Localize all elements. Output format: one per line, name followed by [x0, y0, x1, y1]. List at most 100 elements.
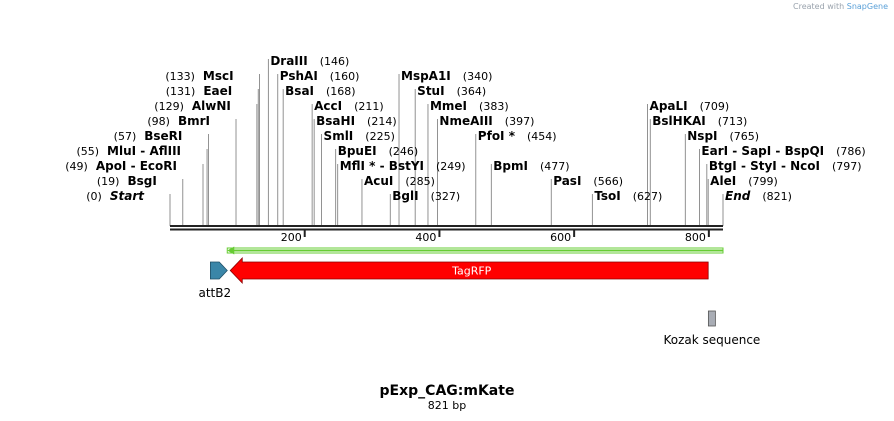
site-position: (225) — [365, 130, 395, 143]
site-name: Start — [110, 189, 145, 203]
site-stui[interactable]: StuI (364) — [417, 84, 486, 98]
site-smli[interactable]: SmlI (225) — [324, 129, 395, 143]
site-position: (327) — [431, 190, 461, 203]
site-eaei[interactable]: EaeI(131) — [166, 84, 233, 98]
ruler-tick-label: 600 — [550, 231, 571, 244]
site-labels: Start (0) BsgI (19) ApoI - EcoRI (49) MluI - A… — [65, 54, 865, 203]
site-mfli-bstyi[interactable]: MflI * - BstYI (249) — [340, 159, 466, 173]
site-end[interactable]: End (821) — [725, 189, 792, 203]
site-position: (786) — [836, 145, 866, 158]
site-name: BslHKAI — [652, 114, 706, 128]
site-bseri[interactable]: BseRI(57) — [114, 129, 183, 143]
site-mspa1i[interactable]: MspA1I(340) — [401, 69, 492, 83]
site-draiii[interactable]: DraIII(146) — [270, 54, 349, 68]
site-nspi[interactable]: NspI(765) — [687, 129, 759, 143]
feature-label: Kozak sequence — [663, 333, 760, 347]
site-mlui-afliii[interactable]: MluI - AflIII(55) — [76, 144, 181, 158]
site-position: (364) — [457, 85, 487, 98]
site-apoi-ecori[interactable]: ApoI - EcoRI (49) — [65, 159, 177, 173]
site-name: MscI — [203, 69, 234, 83]
site-name: NmeAIII — [439, 114, 492, 128]
site-bsai[interactable]: BsaI(168) — [285, 84, 355, 98]
feature-label: TagRFP — [451, 265, 492, 278]
site-position: (49) — [65, 160, 88, 173]
site-name: AcuI — [364, 174, 393, 188]
site-name: SmlI — [324, 129, 354, 143]
site-mmei[interactable]: MmeI(383) — [430, 99, 509, 113]
site-position: (249) — [436, 160, 466, 173]
site-msci[interactable]: MscI(133) — [165, 69, 233, 83]
site-apali[interactable]: ApaLI(709) — [650, 99, 730, 113]
site-name: BmrI — [178, 114, 210, 128]
site-bslhkai[interactable]: BslHKAI (713) — [652, 114, 747, 128]
site-btgi-styi-ncoi[interactable]: BtgI - StyI - NcoI(797) — [709, 159, 862, 173]
map-title: pExp_CAG:mKate — [380, 383, 515, 399]
site-position: (454) — [527, 130, 557, 143]
site-position: (340) — [463, 70, 493, 83]
orf-arrowhead — [227, 246, 235, 255]
site-eari-sapi-bspqi[interactable]: EarI - SapI - BspQI(786) — [701, 144, 865, 158]
site-name: AlwNI — [192, 99, 231, 113]
site-name: StuI — [417, 84, 444, 98]
site-name: ApoI - EcoRI — [96, 159, 177, 173]
site-tsoi[interactable]: TsoI(627) — [594, 189, 662, 203]
feature-kozak-sequence[interactable]: Kozak sequence — [663, 310, 760, 347]
site-position: (211) — [354, 100, 384, 113]
site-alei[interactable]: AleI(799) — [710, 174, 778, 188]
site-alwni[interactable]: AlwNI (129) — [154, 99, 231, 113]
sequence-backbone — [170, 225, 723, 231]
site-bsahi[interactable]: BsaHI (214) — [316, 114, 397, 128]
site-position: (57) — [114, 130, 137, 143]
feature-tagrfp[interactable]: TagRFP — [229, 257, 709, 284]
feature-label: attB2 — [199, 286, 232, 300]
site-bmri[interactable]: BmrI (98) — [147, 114, 210, 128]
ruler-tick-label: 200 — [281, 231, 302, 244]
site-position: (0) — [86, 190, 102, 203]
site-pfoi[interactable]: PfoI * (454) — [478, 129, 557, 143]
ruler-tick-label: 800 — [685, 231, 706, 244]
site-bgli[interactable]: BglI (327) — [392, 189, 460, 203]
site-position: (285) — [405, 175, 435, 188]
site-position: (383) — [479, 100, 509, 113]
site-bpuei[interactable]: BpuEI(246) — [338, 144, 419, 158]
site-name: MluI - AflIII — [107, 144, 181, 158]
site-nmeaiii[interactable]: NmeAIII (397) — [439, 114, 534, 128]
site-name: BglI — [392, 189, 418, 203]
site-name: BsgI — [127, 174, 156, 188]
site-position: (129) — [154, 100, 184, 113]
site-position: (168) — [326, 85, 356, 98]
site-bpmi[interactable]: BpmI (477) — [493, 159, 569, 173]
site-acci[interactable]: AccI (211) — [314, 99, 384, 113]
site-position: (131) — [166, 85, 196, 98]
site-position: (821) — [762, 190, 792, 203]
site-acui[interactable]: AcuI (285) — [364, 174, 435, 188]
tagrfp-arrow — [229, 257, 709, 284]
site-position: (477) — [540, 160, 570, 173]
map-length: 821 bp — [428, 399, 466, 412]
site-position: (713) — [718, 115, 748, 128]
site-name: MflI * - BstYI — [340, 159, 424, 173]
site-pasi[interactable]: PasI(566) — [553, 174, 623, 188]
site-name: BsaHI — [316, 114, 355, 128]
site-position: (627) — [633, 190, 663, 203]
site-position: (397) — [505, 115, 535, 128]
site-name: PfoI * — [478, 129, 516, 143]
site-position: (98) — [147, 115, 170, 128]
snapgene-credit: Created with SnapGene — [793, 2, 888, 11]
snapgene-brand: SnapGene — [846, 2, 888, 11]
site-start[interactable]: Start (0) — [86, 189, 145, 203]
site-lines — [169, 59, 724, 226]
site-name: AccI — [314, 99, 342, 113]
site-name: NspI — [687, 129, 717, 143]
site-name: PasI — [553, 174, 581, 188]
site-name: AleI — [710, 174, 736, 188]
site-bsgi[interactable]: BsgI (19) — [97, 174, 157, 188]
site-position: (797) — [832, 160, 862, 173]
site-name: End — [725, 189, 751, 203]
site-pshai[interactable]: PshAI(160) — [280, 69, 360, 83]
site-name: BpmI — [493, 159, 528, 173]
feature-attb2[interactable]: attB2 — [199, 261, 232, 300]
site-position: (214) — [367, 115, 397, 128]
site-position: (19) — [97, 175, 120, 188]
